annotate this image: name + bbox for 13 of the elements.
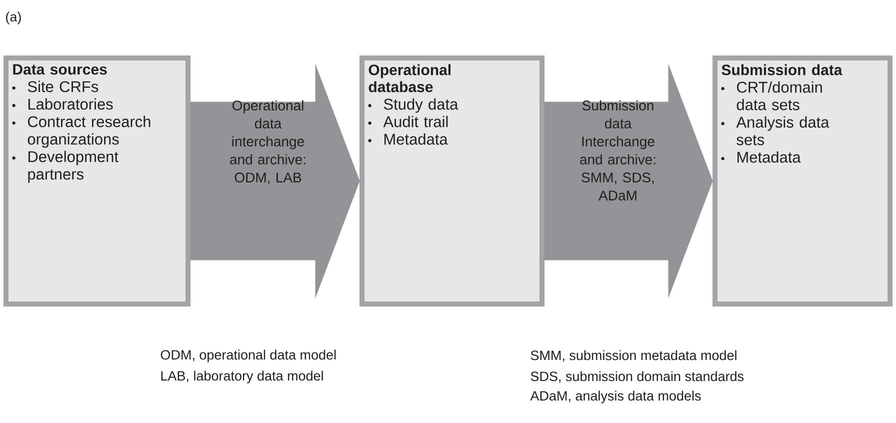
process-box: Submission data CRT/domain data sets Analysis data sets Metadata <box>712 56 893 306</box>
abbreviation-note: ADaM, analysis data models <box>530 390 701 404</box>
abbreviation-note: SMM, submission metadata model <box>530 350 736 362</box>
abbreviation-note: SDS, submission domain standards <box>530 371 744 383</box>
abbreviation-note: ODM, operational data model <box>160 350 336 362</box>
block-arrow <box>544 64 713 298</box>
figure-label: (a) <box>6 12 21 24</box>
abbreviation-note: LAB, laboratory data model <box>161 370 323 384</box>
process-box: Operational database Study data Audit trail Metadata <box>360 56 544 306</box>
edge-label: Submission data Interchange and archive: SMM, SDS, ADaM <box>580 100 656 200</box>
block-arrow <box>190 64 360 298</box>
edge-label: Operational data interchange and archive: ODM, LAB <box>230 100 306 184</box>
process-box: Data sources Site CRFs Laboratories Contract research organizations Development partners <box>4 56 190 306</box>
